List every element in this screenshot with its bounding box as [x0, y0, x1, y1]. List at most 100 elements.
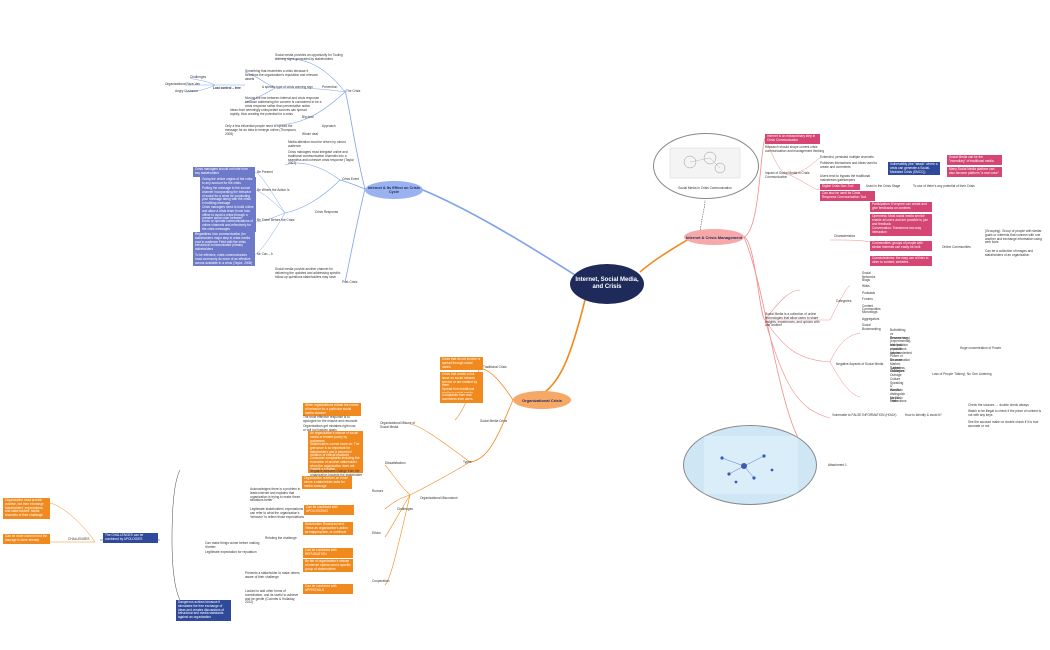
cats-item: Aggregators	[862, 316, 880, 321]
char-note-5: Connectedness: the easy use of links to …	[870, 256, 932, 266]
branch-internet-crisis-management[interactable]: Internet & Crisis Management	[684, 229, 744, 245]
prevention-text-2: Something that resembles a crisis becaus…	[245, 69, 318, 81]
categories-label[interactable]: Categories	[836, 299, 852, 303]
be-present-label[interactable]: Be Present	[257, 170, 273, 174]
crisis-communication-thumbnail[interactable]	[653, 133, 759, 199]
rumor-text-2: Acknowledges there is a problem in leads…	[250, 487, 301, 503]
neg_items-item: Outrage Culture	[890, 373, 902, 381]
trad-crisis-note-3: Spread from traditional media to social …	[440, 387, 483, 397]
be-there-label[interactable]: Be There Before the Crisis	[257, 218, 295, 222]
osm-label[interactable]: Organizational Misuse of Social Media	[380, 421, 416, 429]
cats-item: Forums	[862, 297, 873, 301]
big-deal-label[interactable]: Big deal	[302, 115, 314, 119]
dis-text-5: Negative attitudes change from the organ…	[310, 469, 363, 477]
false-info-how[interactable]: How to identify & avoid it?	[905, 413, 942, 417]
attachment-label[interactable]: Attachment 1	[828, 463, 847, 467]
be-there-note-2: Know or operate communications of online…	[200, 219, 256, 233]
prevention-text-4: Moving the line between internal and cri…	[245, 96, 322, 108]
impact-text-5: Used in the Crisis Stage	[866, 184, 901, 188]
traditional-crisis-label[interactable]: Traditional Crisis	[483, 365, 507, 369]
ethics-note-1: Stakeholder Reassessment: Views an organ…	[303, 522, 353, 536]
response-note-2: To be effective, crisis communicators mu…	[193, 253, 255, 267]
cooperation-label[interactable]: Cooperation	[372, 579, 390, 583]
neg_items-item: "Lightness Gladiators"	[890, 365, 906, 374]
challenges-item: Challenges	[190, 75, 206, 79]
dis-note-3: Consumer complaints including the frustr…	[308, 456, 363, 474]
char-note-3: Conversation: Transforms two-way interac…	[870, 226, 932, 236]
social-crisis-label[interactable]: Social Media Crisis	[480, 419, 508, 423]
challenges-label[interactable]: Challenges	[397, 507, 413, 511]
online-communities-label[interactable]: Online Communities	[942, 245, 971, 249]
false-info-label[interactable]: Vulnerable to FALSE INFORMATION (HOAX)	[832, 413, 897, 417]
vuln-note-1: Social Media can be the "incendiary" of …	[947, 155, 1002, 165]
post-crisis-label[interactable]: Post-Crisis	[342, 280, 358, 284]
vulnerability-node[interactable]: Vulnerability (the "attack" where a cris…	[888, 162, 940, 176]
cats-item: Social Bookmarking	[862, 323, 881, 331]
rumor-text-4: Legitimate stakeholders' expectations ca…	[250, 507, 305, 519]
osm-note-1: When organizations violate the norms of …	[303, 403, 361, 417]
crisis-response-tool: Can also be used for Crisis Response Com…	[820, 191, 875, 201]
impact-label[interactable]: Impact of Social Media in Crisis Communi…	[765, 171, 810, 179]
crisis-event-label[interactable]: Crisis Event	[342, 177, 360, 181]
neg_items-item: Hard to distinguish Lies & Truth	[890, 388, 906, 404]
impact-text-6: To use of there's any potential of their…	[913, 184, 975, 188]
characteristics-label[interactable]: Characteristics	[834, 234, 856, 238]
cats-item: Social Networks	[862, 271, 876, 279]
dissatisfaction-label[interactable]: Dissatisfaction	[385, 461, 406, 465]
types-label[interactable]: Types	[463, 460, 472, 464]
big-deal-text: Ideas from seemingly unimportant sources…	[230, 108, 307, 116]
neg_items-item: Manipulation of public opinion	[890, 343, 909, 355]
char-note-4: Communities: groups of people with simil…	[870, 241, 932, 251]
be-where-label[interactable]: Be Where the Action Is	[257, 188, 290, 192]
digital-crisis-tool: Digital Crisis Non-Tool	[820, 184, 860, 190]
coop-note-1: Be fair of organization's misuse of inte…	[303, 559, 353, 573]
false-info-text-3: See the account make no double check if …	[968, 420, 1039, 428]
mrcan-label[interactable]: Mr Can – b	[257, 252, 273, 256]
left-note-1: Organization must provide positive, but …	[3, 498, 50, 519]
neg_items-item: No Basic Interactions	[890, 395, 907, 404]
whole-deal-text: Only a few influential people need to sp…	[225, 124, 297, 136]
ethics-text-4: Can make things worse before making it b…	[205, 541, 260, 549]
prevention-label[interactable]: Prevention	[322, 85, 338, 89]
whiteboard-photo-icon	[704, 436, 798, 494]
whole-deal-label[interactable]: Whole deal	[302, 132, 318, 136]
crisis-resp-label[interactable]: Crisis Response	[315, 210, 339, 214]
org-misconduct-label[interactable]: Organizational Misconduct	[420, 496, 458, 500]
crisis-event-text-1: Media attention must be driven by robust…	[288, 140, 346, 148]
rumor-note-3: Can be combined with APOLOGIZING	[304, 505, 354, 515]
branch-internet-crisis-cycle[interactable]: Internet & Its Effect on Crisis Cycle	[365, 181, 423, 199]
challenges-sub-label[interactable]: CHALLENGES	[68, 537, 90, 541]
rumors-label[interactable]: Rumors	[372, 489, 384, 493]
cats-item: Content Communities	[862, 303, 881, 312]
thumbnail-caption: Social Media in Crisis Communication	[678, 186, 732, 190]
branch-organizational-crisis[interactable]: Organizational Crisis	[513, 391, 571, 409]
approach-label[interactable]: Approach	[322, 124, 336, 128]
post-crisis-text: Social media provide another channel for…	[275, 267, 341, 279]
be-where-note-2: Putting the message in the source channe…	[200, 186, 256, 207]
trad-crisis-note-4: Complaints from real comments from users	[440, 393, 483, 403]
attachment-photo[interactable]	[683, 425, 817, 505]
dis-note-2: Stakeholders cannot move on: The grievan…	[308, 442, 363, 460]
ethics-label[interactable]: Ethics	[372, 531, 381, 535]
neg_items-item: Become used (experimental), and lead pro…	[890, 335, 912, 351]
coop-text-4: Looked to add other forms of combination…	[245, 589, 299, 605]
oc-text-1: (Grouping): Group of people with similar…	[985, 229, 1042, 245]
oc-text-2: Can be a collection of images and stakeh…	[985, 249, 1034, 257]
cats-item: Blogs	[862, 277, 870, 282]
negative-aspects-label[interactable]: Negative Aspects of Social Media	[836, 362, 884, 366]
ethics-note-3: Can be combined with REPUDIATION	[303, 548, 353, 558]
the-crisis-label[interactable]: The Crisis	[346, 89, 361, 93]
root-topic[interactable]: Internet, Social Media, and Crisis	[571, 265, 643, 303]
icm-text-2: Research should shape current crisis com…	[765, 145, 825, 153]
false-info-text-2: Watch to be illegal to check if the piec…	[968, 409, 1042, 417]
crisis-event-text-2: Crisis managers must integrate online an…	[288, 150, 355, 166]
left-note-2: Can be more common but the damage is don…	[3, 534, 50, 544]
org-face-item: Organizational Face-Vax	[165, 82, 200, 86]
angry-customer-item: Angry Customer	[175, 89, 199, 93]
lost-control-label[interactable]: Lost control – tree	[213, 86, 241, 90]
be-present-note: Crisis managers should not hide from key…	[193, 167, 255, 177]
combined-apologies-node[interactable]: The CHALLENGES can be combined by APOLOG…	[103, 533, 158, 543]
neg-side-1: Huge concentration of Power	[960, 346, 1002, 350]
prevention-text-1: Social media provides an opportunity for…	[275, 53, 343, 61]
